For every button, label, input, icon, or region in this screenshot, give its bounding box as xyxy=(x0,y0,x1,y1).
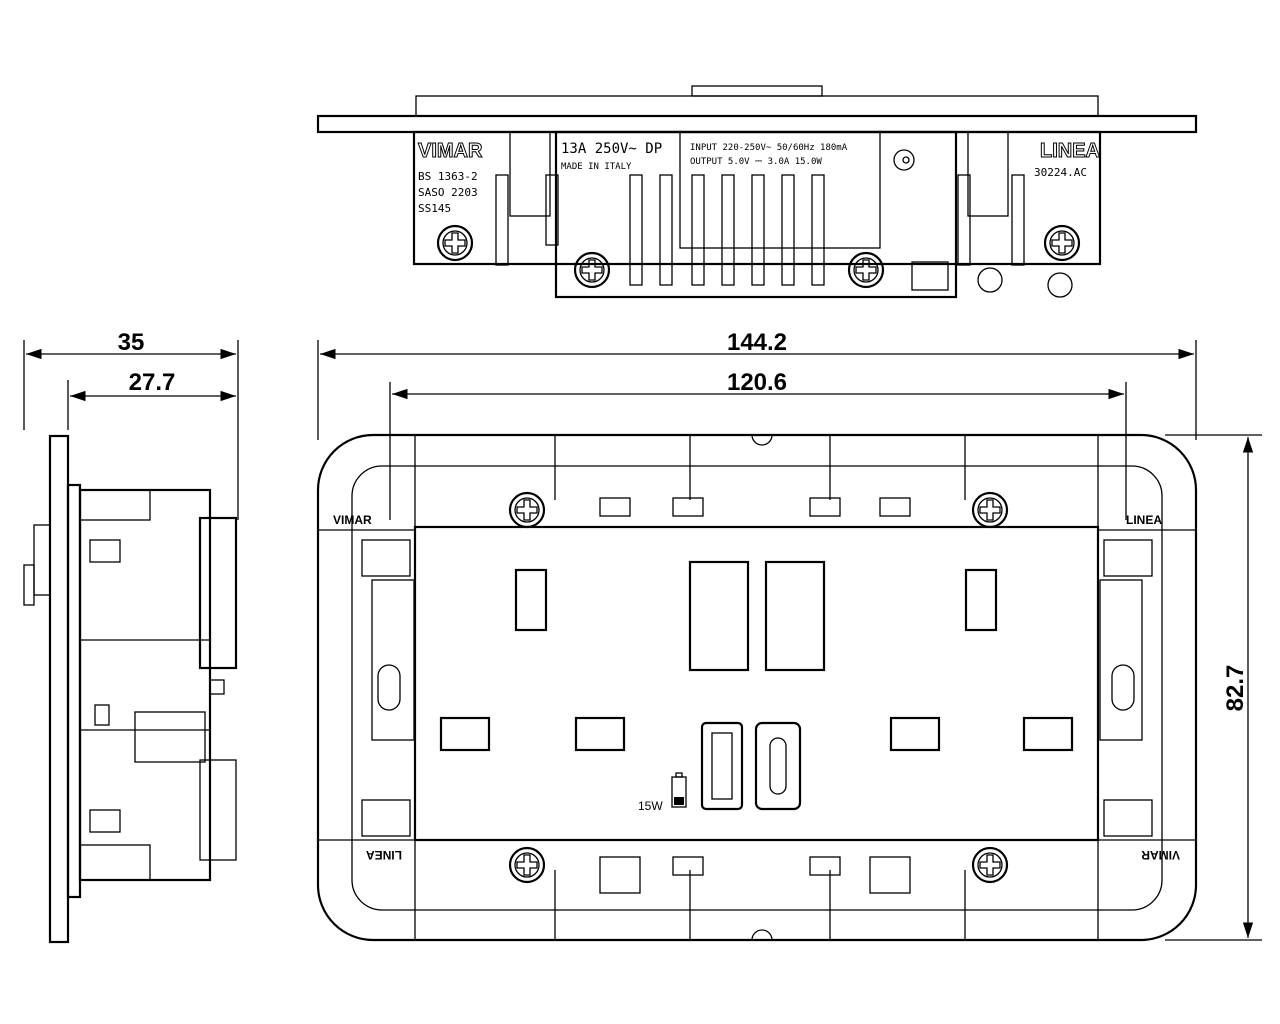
top-brand: VIMAR xyxy=(418,140,483,162)
dim-27-7: 27.7 xyxy=(129,369,176,396)
usb-power-label: 15W xyxy=(638,799,663,813)
standard-1: BS 1363-2 xyxy=(418,170,478,183)
usb-c-port-icon xyxy=(754,721,802,811)
origin-text: MADE IN ITALY xyxy=(561,162,632,172)
top-series: LINEA xyxy=(1040,140,1100,162)
front-brand-bottom-right: VIMAR xyxy=(1141,848,1180,862)
rating-text: 13A 250V~ DP xyxy=(561,141,662,157)
article-code: 30224.AC xyxy=(1034,166,1087,179)
socket-apertures xyxy=(439,560,1074,752)
front-brand-top-left: VIMAR xyxy=(333,513,372,527)
standard-2: SASO 2203 xyxy=(418,186,478,199)
battery-icon xyxy=(671,772,687,808)
front-series-bottom-left: LINEA xyxy=(366,848,402,862)
dim-35: 35 xyxy=(118,329,145,356)
dim-82-7: 82.7 xyxy=(1222,665,1249,712)
front-view: 15W VIMAR LINEA LINEA VIMAR xyxy=(316,433,1198,942)
front-series-top-right: LINEA xyxy=(1126,513,1162,527)
standard-3: SS145 xyxy=(418,202,451,215)
certification-mark-icon xyxy=(893,149,915,171)
socket-plate xyxy=(413,525,1100,842)
dim-120-6: 120.6 xyxy=(727,369,787,396)
dim-144-2: 144.2 xyxy=(727,329,787,356)
top-view: VIMAR LINEA BS 1363-2 SASO 2203 SS145 13… xyxy=(316,85,1198,299)
output-text: OUTPUT 5.0V ⎓ 3.0A 15.0W xyxy=(690,157,822,167)
usb-a-port-icon xyxy=(700,721,744,811)
side-view xyxy=(23,434,238,944)
input-text: INPUT 220-250V~ 50/60Hz 180mA xyxy=(690,143,848,153)
dimension-lines xyxy=(23,340,1262,941)
